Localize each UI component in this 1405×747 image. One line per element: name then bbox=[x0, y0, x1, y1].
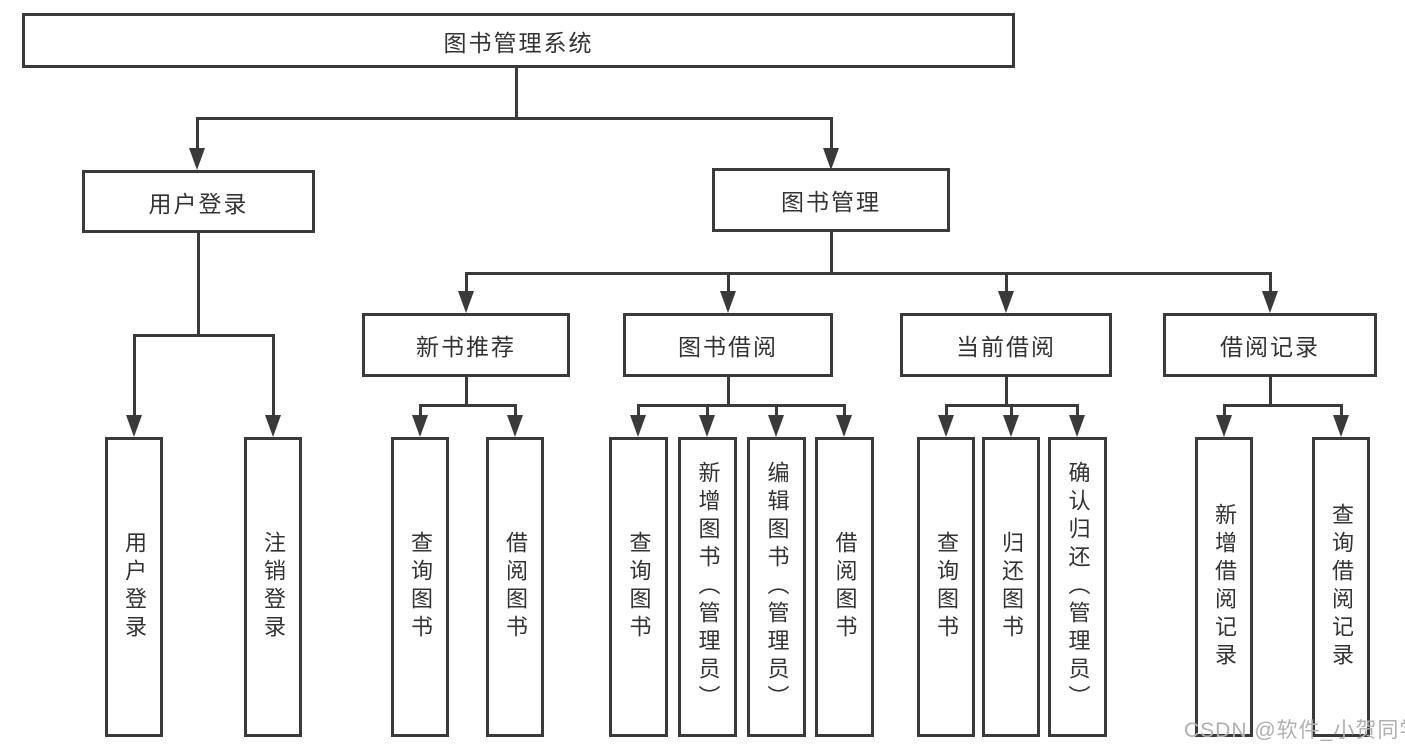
arrow-down-icon bbox=[1333, 415, 1349, 437]
connector-line bbox=[133, 334, 136, 418]
arrow-down-icon bbox=[189, 148, 205, 170]
connector-line bbox=[1223, 404, 1226, 418]
arrow-down-icon bbox=[720, 291, 736, 313]
arrow-down-icon bbox=[823, 148, 839, 170]
node-root: 图书管理系统 bbox=[22, 13, 1015, 68]
arrow-down-icon bbox=[630, 415, 646, 437]
connector-line bbox=[1010, 404, 1013, 418]
connector-line bbox=[1005, 376, 1008, 407]
connector-line bbox=[775, 404, 778, 418]
leaf-newbooks-query-books: 查询图书 bbox=[391, 437, 449, 737]
connector-line bbox=[419, 404, 516, 407]
arrow-down-icon bbox=[265, 415, 281, 437]
connector-line bbox=[515, 68, 518, 120]
leaf-borrowing-borrow-books: 借阅图书 bbox=[815, 437, 874, 737]
connector-line bbox=[1269, 376, 1272, 407]
arrow-down-icon bbox=[836, 415, 852, 437]
connector-line bbox=[727, 376, 730, 407]
connector-line bbox=[843, 404, 846, 418]
connector-line bbox=[465, 376, 468, 407]
node-current-borrowing: 当前借阅 bbox=[900, 313, 1112, 377]
node-book-borrowing: 图书借阅 bbox=[623, 313, 833, 377]
arrow-down-icon bbox=[1216, 415, 1232, 437]
node-borrowing-records: 借阅记录 bbox=[1163, 313, 1377, 377]
leaf-current-confirm-return-admin: 确认归还（管理员） bbox=[1048, 437, 1107, 737]
connector-line bbox=[272, 334, 275, 418]
leaf-borrowing-add-books-admin: 新增图书（管理员） bbox=[678, 437, 737, 737]
leaf-records-query-record: 查询借阅记录 bbox=[1312, 437, 1370, 737]
connector-line bbox=[706, 404, 709, 418]
connector-line bbox=[465, 272, 468, 294]
arrow-down-icon bbox=[1003, 415, 1019, 437]
connector-line bbox=[945, 404, 948, 418]
connector-line bbox=[419, 404, 422, 418]
connector-line bbox=[727, 272, 730, 294]
connector-line bbox=[1076, 404, 1079, 418]
connector-line bbox=[830, 231, 833, 274]
connector-line bbox=[637, 404, 640, 418]
arrow-down-icon bbox=[412, 415, 428, 437]
connector-line bbox=[1223, 404, 1343, 407]
leaf-logout: 注销登录 bbox=[244, 437, 302, 737]
arrow-down-icon bbox=[768, 415, 784, 437]
arrow-down-icon bbox=[458, 291, 474, 313]
csdn-watermark: CSDN @软件_小贺同学 bbox=[1184, 719, 1405, 742]
connector-line bbox=[1005, 272, 1008, 294]
connector-line bbox=[1340, 404, 1343, 418]
connector-line bbox=[197, 232, 200, 336]
arrow-down-icon bbox=[699, 415, 715, 437]
leaf-newbooks-borrow-books: 借阅图书 bbox=[486, 437, 544, 737]
leaf-records-add-record: 新增借阅记录 bbox=[1195, 437, 1253, 737]
connector-line bbox=[637, 404, 845, 407]
connector-line bbox=[196, 117, 833, 120]
leaf-current-return-books: 归还图书 bbox=[982, 437, 1040, 737]
arrow-down-icon bbox=[938, 415, 954, 437]
leaf-borrowing-query-books: 查询图书 bbox=[609, 437, 668, 737]
arrow-down-icon bbox=[507, 415, 523, 437]
connector-line bbox=[133, 334, 275, 337]
connector-line bbox=[514, 404, 517, 418]
connector-line bbox=[465, 272, 1272, 275]
arrow-down-icon bbox=[126, 415, 142, 437]
node-user-login: 用户登录 bbox=[82, 170, 315, 233]
connector-line bbox=[830, 117, 833, 151]
leaf-current-query-books: 查询图书 bbox=[917, 437, 975, 737]
connector-line bbox=[196, 117, 199, 151]
connector-line bbox=[1269, 272, 1272, 294]
node-new-book-recommend: 新书推荐 bbox=[362, 313, 570, 377]
leaf-user-login: 用户登录 bbox=[105, 437, 163, 737]
arrow-down-icon bbox=[998, 291, 1014, 313]
arrow-down-icon bbox=[1069, 415, 1085, 437]
node-book-management: 图书管理 bbox=[712, 168, 950, 232]
leaf-borrowing-edit-books-admin: 编辑图书（管理员） bbox=[747, 437, 806, 737]
arrow-down-icon bbox=[1262, 291, 1278, 313]
